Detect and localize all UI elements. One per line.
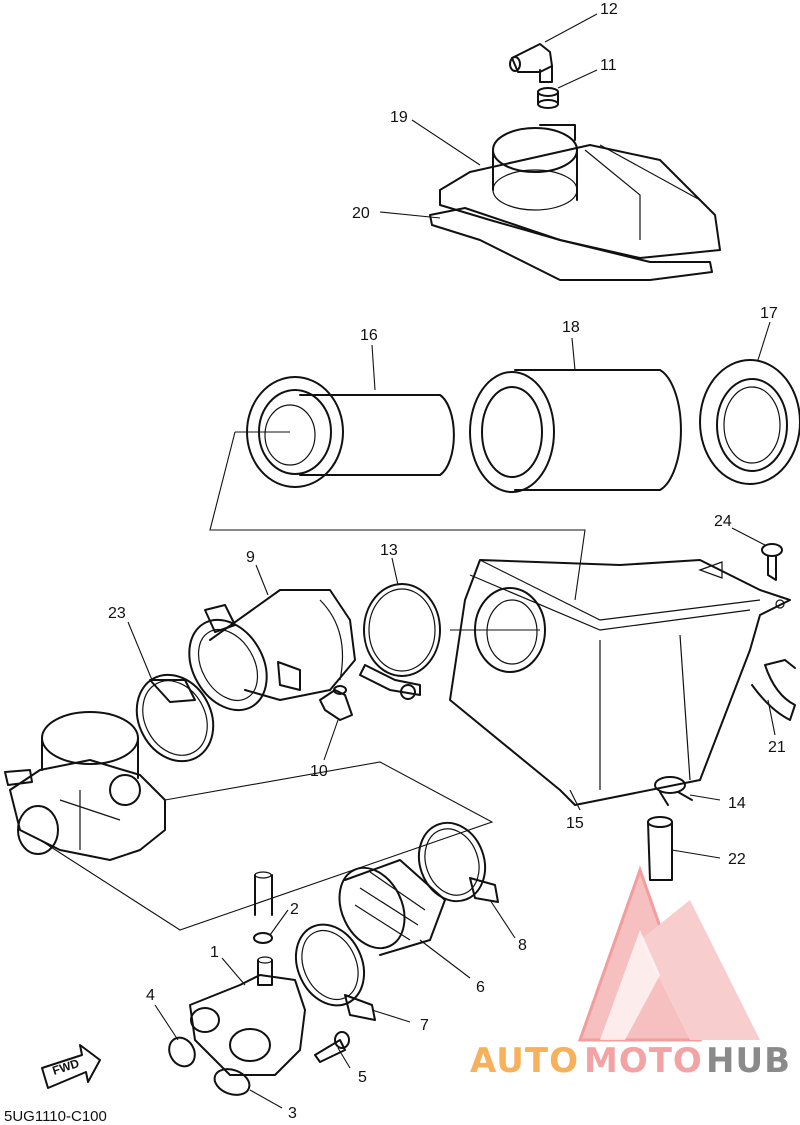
carburetor-assembly (4, 711, 166, 861)
callout-10: 10 (310, 763, 328, 780)
assembly-line-filter (209, 431, 586, 601)
callout-16: 16 (360, 327, 378, 344)
callout-18: 18 (562, 319, 580, 336)
part-17-seal-ring (699, 359, 800, 485)
callout-5: 5 (358, 1069, 367, 1086)
part-3-gasket (213, 1068, 251, 1096)
part-18-element (469, 369, 682, 493)
part-21-clip (751, 659, 796, 721)
watermark-word-hub: HUB (706, 1041, 791, 1081)
forward-direction-arrow: FWD (41, 1044, 101, 1089)
part-2-clip (253, 871, 273, 944)
fwd-label: FWD (51, 1056, 82, 1078)
part-24-rivet (761, 543, 783, 581)
callout-12: 12 (600, 1, 618, 18)
callout-numbers: 1 2 3 4 5 6 7 8 9 10 11 12 13 14 15 16 1… (108, 1, 786, 1122)
callout-21: 21 (768, 739, 786, 756)
part-22-drain-pipe (647, 816, 673, 881)
callout-1: 1 (210, 944, 219, 961)
assembly-line-intake (39, 761, 494, 931)
callout-2: 2 (290, 901, 299, 918)
callout-24: 24 (714, 513, 732, 530)
watermark-word-auto: AUTO (470, 1041, 579, 1081)
part-9-air-joint (188, 589, 356, 712)
part-14-spring-clip (654, 776, 693, 806)
part-23-clamp (135, 673, 215, 763)
callout-13: 13 (380, 542, 398, 559)
part-19-air-box-cap (439, 124, 721, 259)
part-5-bolt (314, 1031, 350, 1063)
callout-6: 6 (476, 979, 485, 996)
part-4-o-ring (168, 1036, 196, 1068)
part-13-clamp (359, 583, 441, 700)
watermark-word-moto: MOTO (584, 1041, 703, 1081)
callout-3: 3 (288, 1105, 297, 1122)
part-1-intake-manifold (189, 956, 306, 1076)
part-7-clamp (294, 923, 376, 1021)
callout-23: 23 (108, 605, 126, 622)
callout-14: 14 (728, 795, 746, 812)
watermark-text: AUTO MOTO HUB (470, 1041, 791, 1081)
part-6-carburetor-joint (338, 859, 446, 956)
part-15-air-box-case (449, 559, 791, 806)
callout-15: 15 (566, 815, 584, 832)
part-10-breather-elbow (319, 685, 353, 721)
callout-7: 7 (420, 1017, 429, 1034)
part-8-clamp (417, 821, 499, 903)
callout-9: 9 (246, 549, 255, 566)
part-20-gasket (429, 207, 713, 281)
callout-20: 20 (352, 205, 370, 222)
callout-19: 19 (390, 109, 408, 126)
watermark-logo (577, 865, 760, 1042)
callout-22: 22 (728, 851, 746, 868)
part-12-elbow-fitting (509, 43, 553, 83)
callout-8: 8 (518, 937, 527, 954)
callout-17: 17 (760, 305, 778, 322)
callout-4: 4 (146, 987, 155, 1004)
part-code-label: 5UG1110-C100 (4, 1108, 107, 1125)
part-11-grommet (537, 87, 559, 109)
leader-lines (127, 13, 776, 1109)
callout-11: 11 (600, 57, 617, 74)
